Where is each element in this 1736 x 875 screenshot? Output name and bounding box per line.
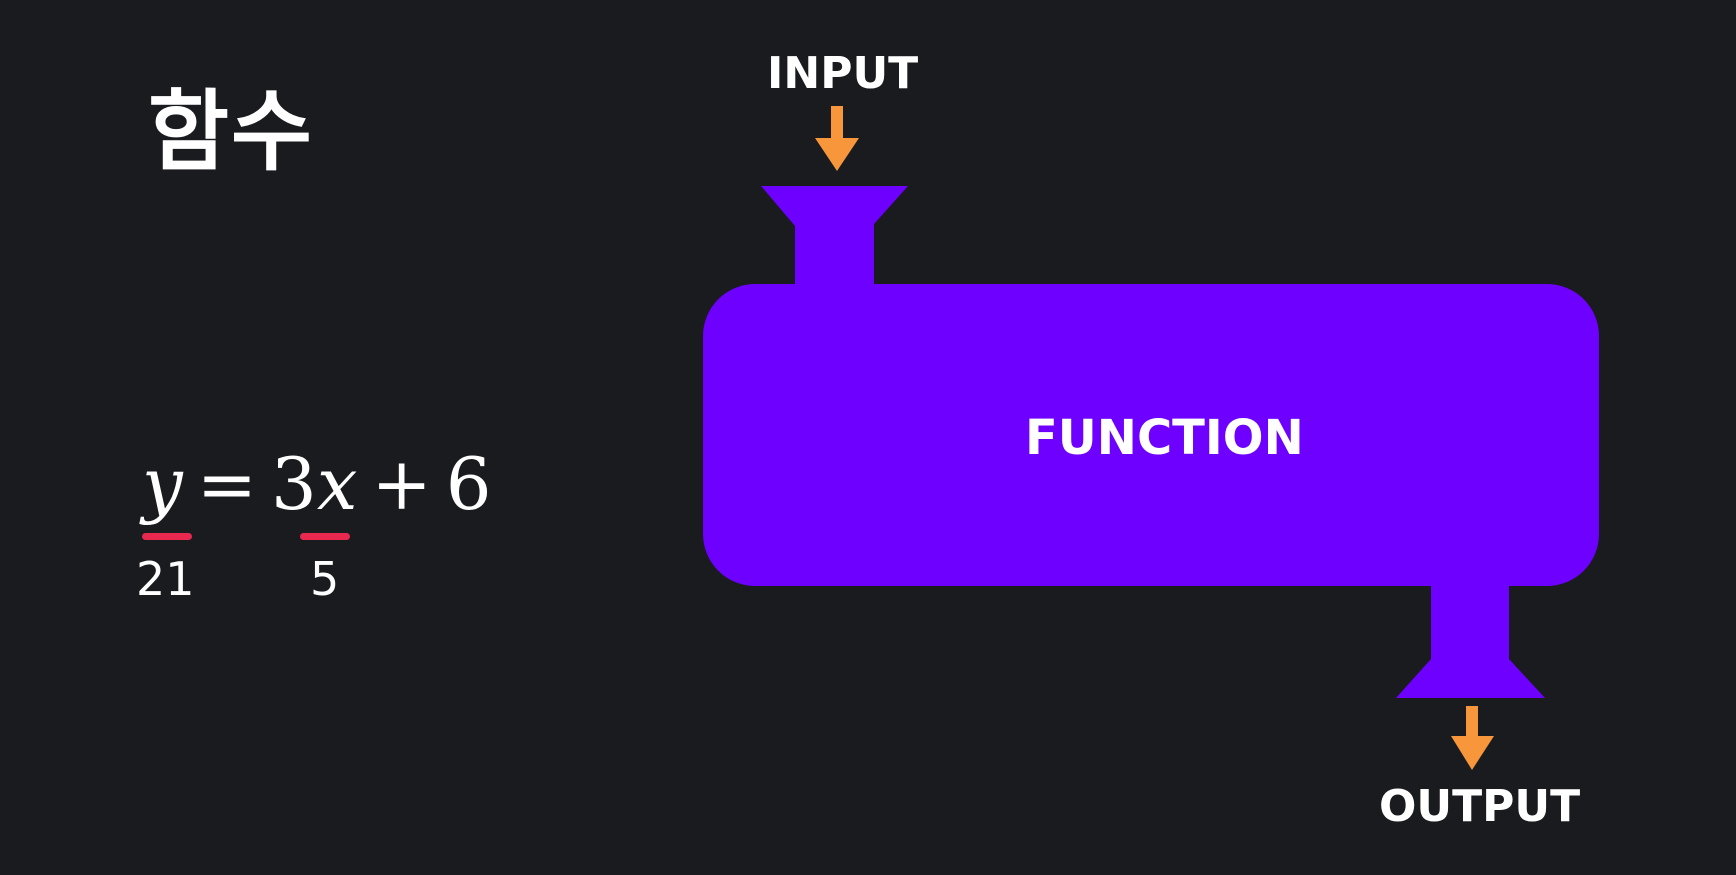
function-body — [703, 284, 1599, 586]
input-arrow-icon — [815, 106, 859, 171]
function-label: FUNCTION — [1025, 410, 1304, 466]
function-equation: y=3x+6 — [142, 448, 492, 520]
y-value: 21 — [136, 552, 195, 606]
equation-equals: = — [196, 442, 258, 526]
equation-y: y — [142, 442, 183, 526]
output-label: OUTPUT — [1379, 781, 1581, 832]
equation-coefficient: 3 — [271, 442, 317, 526]
x-underline — [300, 533, 350, 540]
equation-x: x — [316, 442, 358, 526]
input-funnel — [761, 186, 908, 290]
output-arrow-icon — [1451, 706, 1494, 770]
page-title: 함수 — [148, 80, 314, 183]
input-label: INPUT — [767, 48, 919, 99]
x-value: 5 — [310, 552, 340, 606]
equation-constant: 6 — [445, 442, 492, 526]
output-funnel — [1396, 580, 1545, 698]
y-underline — [142, 533, 192, 540]
equation-plus: + — [371, 442, 432, 526]
